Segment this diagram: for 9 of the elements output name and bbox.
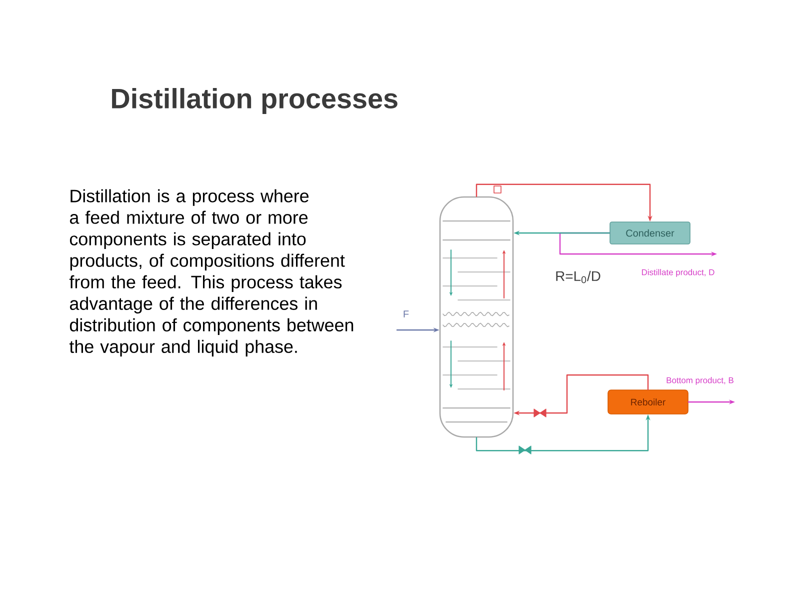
edge-label: Distillate product, D	[640, 268, 716, 278]
distillation-column	[439, 196, 514, 438]
reboiler-box: Reboiler	[608, 390, 688, 414]
edge-label: Bottom product, B	[665, 376, 735, 386]
title: Distillation processes	[112, 88, 398, 114]
edge-label: F	[402, 310, 410, 318]
condenser-box: Condenser	[610, 222, 690, 244]
equation: R=L$_{0}$/D	[556, 270, 600, 284]
paragraph: Distillation is a process where a feed mixture of two or more components is separated into products, of compositions different from the feed. This process takes advantage of the differences in distribution of components between the vapour and liquid phase.	[69, 189, 354, 357]
